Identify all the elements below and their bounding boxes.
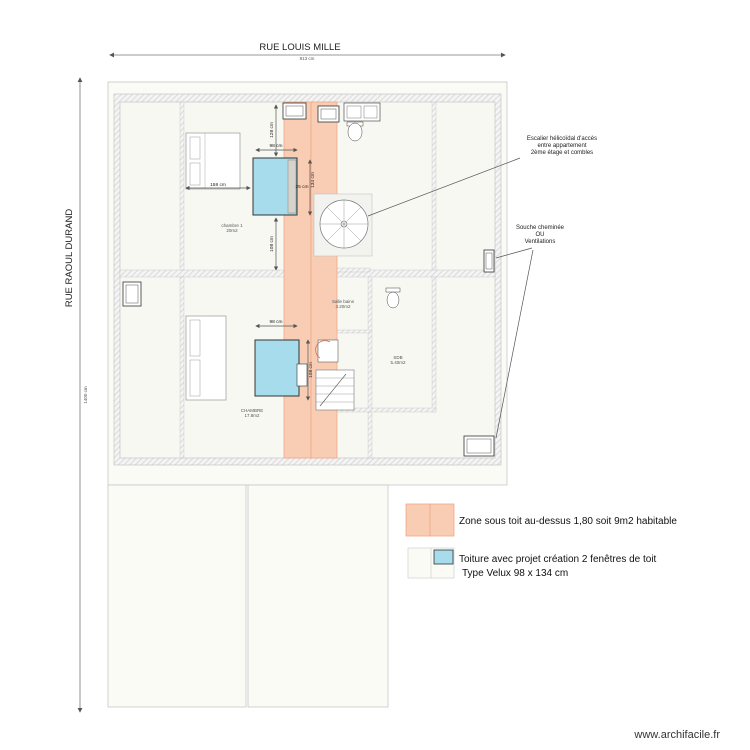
stair-annotation: Escalier hélicoïdal d'accès entre appart… <box>527 136 597 156</box>
legend-zone-label: Zone sous toit au-dessus 1,80 soit 9m2 h… <box>459 516 677 527</box>
roof-window-small-top <box>282 102 307 120</box>
bathroom-basin <box>315 339 339 363</box>
chimney-note-line-1: Souche cheminée <box>516 225 565 231</box>
dim-label-8: 108 cm <box>308 362 314 378</box>
chimney-vent-left <box>122 281 142 307</box>
bed-upper <box>185 132 241 190</box>
dimension-lines <box>185 104 313 401</box>
dim-label-6: 108 cm <box>269 236 275 252</box>
bath-area: 3.20m2 <box>335 304 351 309</box>
velux-window-upper <box>252 157 298 216</box>
chimney-vent-right <box>483 249 495 273</box>
dim-label-1: 128 cm <box>269 122 275 138</box>
chimney-vent-bottom <box>463 435 495 457</box>
dim-label-3: 158 cm <box>210 182 226 188</box>
chambre2-area: 17.8m2 <box>244 413 260 418</box>
roof-window-small-top-2 <box>317 105 340 123</box>
left-dimension: RUE RAOUL DURAND 1400 cm <box>64 77 88 713</box>
stair-note-line-3: 2ème étage et combles <box>531 150 593 156</box>
toilet-top <box>346 121 364 142</box>
chambre2-name: CHAMBRE <box>241 408 264 413</box>
chambre1-area: 20m2 <box>226 228 238 233</box>
legend-velux-swatch <box>407 547 455 579</box>
straight-stair <box>315 369 355 411</box>
lower-annex <box>107 484 389 708</box>
legend-zone-swatch <box>405 503 455 537</box>
kitchen-unit <box>343 102 381 122</box>
dim-label-7: 98 cm <box>269 319 282 325</box>
stair-note-line-1: Escalier hélicoïdal d'accès <box>527 136 597 142</box>
stair-leader-line <box>367 157 521 217</box>
chimney-leader-line-1 <box>495 247 533 259</box>
stair-note-line-2: entre appartement <box>537 143 586 149</box>
street-left-label: RUE RAOUL DURAND <box>64 209 75 307</box>
spiral-staircase <box>313 193 373 257</box>
legend: Zone sous toit au-dessus 1,80 soit 9m2 h… <box>405 503 677 579</box>
velux-window-lower <box>254 339 308 397</box>
overall-width-label: 913 cm <box>300 56 315 61</box>
bathroom-toilet <box>385 287 401 309</box>
legend-velux-line-2: Type Velux 98 x 134 cm <box>462 568 568 579</box>
bath-name: Salle bains <box>332 299 355 304</box>
other-room-area: 5.40m2 <box>390 360 406 365</box>
chimney-annotation: Souche cheminée OU Ventilations <box>516 225 565 245</box>
dim-label-5: 134 cm <box>310 172 316 188</box>
overall-height-label: 1400 cm <box>83 386 88 404</box>
street-top-label: RUE LOUIS MILLE <box>259 42 340 53</box>
chimney-note-line-3: Ventilations <box>525 239 556 245</box>
top-dimension: RUE LOUIS MILLE 913 cm <box>109 42 506 61</box>
other-room-name: SDB <box>393 355 402 360</box>
legend-velux-line-1: Toiture avec projet création 2 fenêtres … <box>459 554 657 565</box>
dim-label-2: 98 cm <box>269 143 282 149</box>
watermark: www.archifacile.fr <box>633 729 720 741</box>
bed-lower <box>185 315 227 401</box>
chimney-note-line-2: OU <box>536 232 545 238</box>
chimney-leader-line-2 <box>495 249 534 439</box>
chambre1-name: chambre 1 <box>221 223 243 228</box>
dim-label-4: 25 cm <box>295 184 308 190</box>
